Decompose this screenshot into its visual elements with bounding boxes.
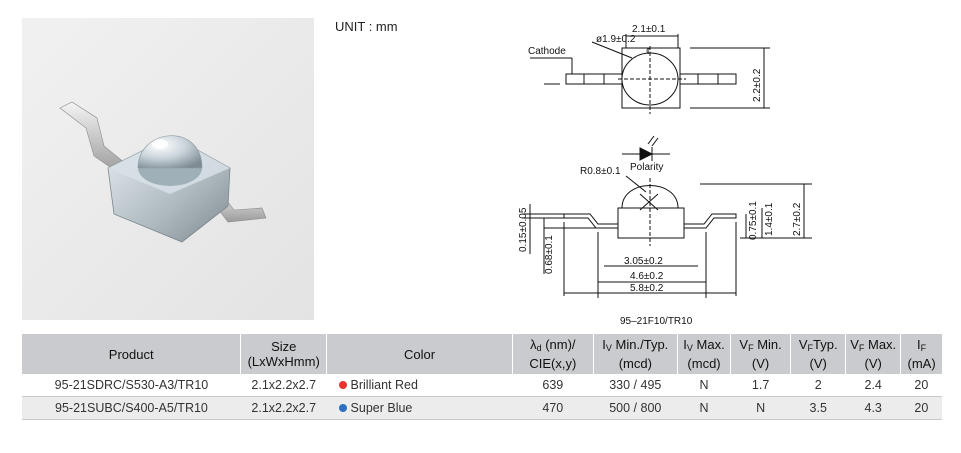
cell-size: 2.1x2.2x2.7 (240, 374, 327, 397)
cell-iv-max: N (677, 374, 731, 397)
cell-wavelength: 470 (512, 396, 593, 420)
cell-size: 2.1x2.2x2.7 (240, 396, 327, 420)
dim-radius: R0.8±0.1 (580, 166, 621, 177)
cell-if: 20 (900, 396, 942, 420)
drawing-code: 95–21F10/TR10 (620, 316, 693, 327)
top-view-lead-left (565, 73, 623, 85)
header-vf-max: VF Max.(V) (845, 334, 902, 374)
dim-body-height: 1.4±0.1 (764, 202, 775, 236)
cell-product: 95-21SUBC/S400-A5/TR10 (22, 396, 241, 420)
header-iv-max: IV Max.(mcd) (677, 334, 731, 374)
center-mark: ¢ (646, 46, 651, 56)
header-size: Size(LxWxHmm) (240, 334, 328, 374)
cell-product: 95-21SDRC/S530-A3/TR10 (22, 374, 241, 397)
dim-5: 5.8±0.2 (630, 283, 664, 294)
dim-height-top: 2.2±0.2 (752, 68, 763, 102)
cell-vf-max: 2.4 (845, 374, 901, 397)
side-view-lead-right (684, 213, 737, 229)
product-photo (22, 18, 314, 320)
side-view-lead-left (563, 213, 618, 229)
side-view-body (617, 207, 685, 239)
spec-table: Product Size(LxWxHmm) Color λd (nm)/CIE(… (22, 334, 942, 420)
unit-label: UNIT : mm (335, 19, 398, 34)
dim-4: 4.6±0.2 (630, 271, 664, 282)
cell-iv: 330 / 495 (593, 374, 678, 397)
table-header-row: Product Size(LxWxHmm) Color λd (nm)/CIE(… (22, 334, 942, 374)
polarity-label: Polarity (630, 162, 663, 173)
header-wavelength: λd (nm)/CIE(x,y) (512, 334, 594, 374)
dim-lead-height: 0.75±0.1 (748, 201, 759, 240)
cell-vf-min: N (730, 396, 791, 420)
dim-total-height: 2.7±0.2 (792, 202, 803, 236)
cell-color: Super Blue (326, 396, 513, 420)
cell-wavelength: 639 (512, 374, 593, 397)
cell-vf-max: 4.3 (845, 396, 901, 420)
dim-width: 2.1±0.1 (632, 24, 666, 35)
top-view-lead-right (679, 73, 737, 85)
dim-diameter: ø1.9±0.2 (596, 34, 636, 45)
color-dot-icon (338, 404, 347, 412)
header-vf-min: VF Min.(V) (730, 334, 792, 374)
cell-iv-max: N (677, 396, 731, 420)
header-vf-typ: VFTyp.(V) (790, 334, 847, 374)
header-color: Color (326, 334, 514, 374)
technical-drawing: ø1.9±0.2 2.1±0.1 Cathode ¢ 2.2±0.2 Polar… (518, 24, 812, 327)
color-dot-icon (338, 381, 347, 389)
dim-lead-offset: 0.68±0.1 (544, 235, 555, 274)
dim-lead-thickness: 0.15±0.05 (518, 207, 529, 252)
table-row: 95-21SUBC/S400-A5/TR10 2.1x2.2x2.7 Super… (22, 396, 942, 420)
led-photo-illustration (59, 101, 267, 243)
cell-color: Brilliant Red (326, 374, 513, 397)
dim-3: 3.05±0.2 (624, 256, 663, 267)
cathode-label: Cathode (528, 46, 566, 57)
cell-vf-min: 1.7 (730, 374, 791, 397)
header-iv-min-typ: IV Min./Typ.(mcd) (593, 334, 679, 374)
header-product: Product (22, 334, 242, 374)
cell-iv: 500 / 800 (593, 396, 678, 420)
header-if: IF (mA) (900, 334, 942, 374)
cell-if: 20 (900, 374, 942, 397)
cell-vf-typ: 2 (790, 374, 846, 397)
table-row: 95-21SDRC/S530-A3/TR10 2.1x2.2x2.7 Brill… (22, 374, 942, 397)
cell-vf-typ: 3.5 (790, 396, 846, 420)
